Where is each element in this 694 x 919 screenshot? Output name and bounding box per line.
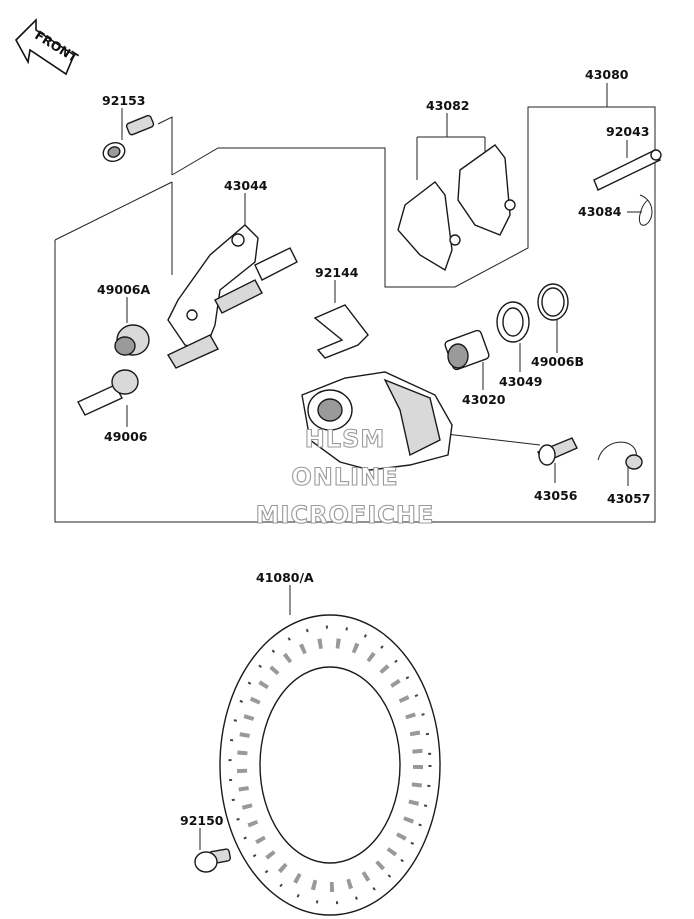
pad-pin-92043 <box>593 149 662 191</box>
label-49006: 49006 <box>104 429 148 444</box>
assembly-group-outline <box>54 83 656 523</box>
bleeder-valve-43056 <box>537 437 578 466</box>
slide-pin-49006 <box>77 369 139 416</box>
watermark-line-2: ONLINE <box>291 463 398 491</box>
label-49006A: 49006A <box>97 282 150 297</box>
label-92043: 92043 <box>606 124 650 139</box>
label-43080: 43080 <box>585 67 629 82</box>
watermark: HLSM ONLINE MICROFICHE <box>255 424 435 529</box>
label-49006B: 49006B <box>531 354 584 369</box>
piston-seal-43049 <box>496 301 530 343</box>
dust-seal-49006B <box>537 283 569 321</box>
boot-49006A <box>114 324 150 356</box>
disc-bolt-92150 <box>194 848 231 873</box>
front-direction-arrow: FRONT <box>15 18 81 76</box>
r-clip-43084 <box>638 194 653 226</box>
bolt-92153 <box>102 114 155 163</box>
caliper-bracket-43044 <box>166 224 298 369</box>
piston-43020 <box>444 329 490 371</box>
brake-disc-41080A <box>219 614 441 916</box>
label-92144: 92144 <box>315 265 359 280</box>
label-43084: 43084 <box>578 204 622 219</box>
label-43020: 43020 <box>462 392 506 407</box>
brake-pads-43082 <box>397 144 516 272</box>
label-92153: 92153 <box>102 93 146 108</box>
label-43082: 43082 <box>426 98 470 113</box>
watermark-line-1: HLSM <box>305 425 386 453</box>
part-number-labels: 92153 43044 43082 43080 92043 43084 9214… <box>97 67 651 828</box>
label-43049: 43049 <box>499 374 543 389</box>
label-41080A: 41080/A <box>256 570 314 585</box>
label-43057: 43057 <box>607 491 651 506</box>
label-43056: 43056 <box>534 488 578 503</box>
caliper-body <box>301 371 453 471</box>
bleeder-cap-43057 <box>597 441 643 470</box>
watermark-line-3: MICROFICHE <box>256 501 435 529</box>
label-43044: 43044 <box>224 178 268 193</box>
label-92150: 92150 <box>180 813 224 828</box>
pad-spring-92144 <box>313 304 369 359</box>
